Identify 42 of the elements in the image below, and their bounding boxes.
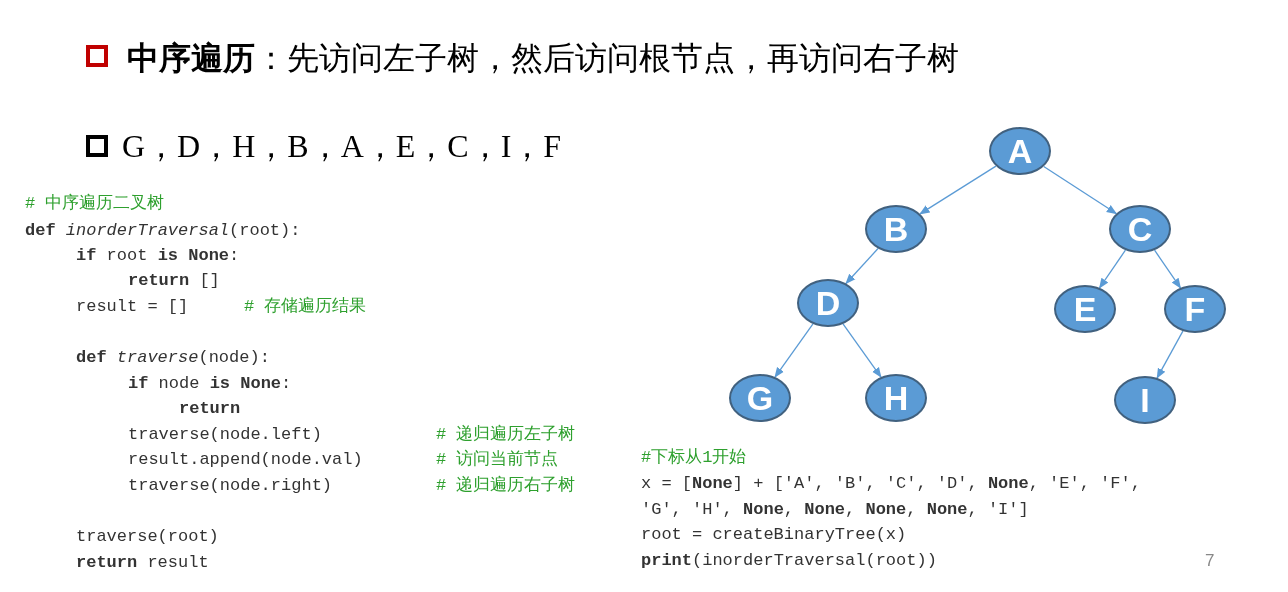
arrow [1156, 330, 1184, 379]
code-comment: # 中序遍历二叉树 [25, 193, 165, 215]
arrow [919, 165, 997, 215]
code-line: traverse(node.right) [128, 475, 333, 497]
code-comment: # 递归遍历左子树 [436, 424, 576, 446]
arrow [1043, 165, 1118, 215]
tree-node-ellipse: A [989, 127, 1051, 175]
code-line: return [] [128, 270, 220, 292]
code-comment: # 访问当前节点 [436, 449, 559, 471]
code-line: 'G', 'H', None, None, None, None, 'I'] [641, 499, 1029, 521]
tree-node-ellipse: G [729, 374, 791, 422]
page-number: 7 [1205, 550, 1215, 572]
code-line: traverse(root) [76, 526, 219, 548]
tree-node-ellipse: C [1109, 205, 1171, 253]
code-line: result.append(node.val) [128, 449, 363, 471]
code-line: root = createBinaryTree(x) [641, 524, 907, 546]
tree-node-ellipse: D [797, 279, 859, 327]
code-line: return result [76, 552, 209, 574]
arrow [845, 247, 879, 285]
code-line: if node is None: [128, 373, 292, 395]
arrow [1098, 249, 1127, 289]
arrow [842, 323, 882, 378]
traversal-sequence: G，D，H，B，A，E，C，I，F [122, 127, 562, 166]
code-line: print(inorderTraversal(root)) [641, 550, 937, 572]
code-line: def traverse(node): [76, 347, 270, 369]
arrow [774, 323, 814, 378]
code-line: if root is None: [76, 245, 240, 267]
tree-node-ellipse: I [1114, 376, 1176, 424]
code-line: traverse(node.left) [128, 424, 322, 446]
code-comment: # 递归遍历右子树 [436, 475, 576, 497]
code-comment: # 存储遍历结果 [244, 296, 367, 318]
code-line: def inorderTraversal(root): [25, 220, 301, 242]
arrow [1153, 249, 1182, 289]
tree-node-ellipse: B [865, 205, 927, 253]
code-comment: #下标从1开始 [641, 447, 747, 469]
tree-node-ellipse: E [1054, 285, 1116, 333]
code-line: x = [None] + ['A', 'B', 'C', 'D', None, 'E', 'F', [641, 473, 1141, 495]
heading: 中序遍历：先访问左子树，然后访问根节点，再访问右子树 [127, 39, 959, 78]
tree-node-ellipse: H [865, 374, 927, 422]
tree-node-ellipse: F [1164, 285, 1226, 333]
code-line: return [179, 398, 241, 420]
code-line: result = [] [76, 296, 189, 318]
